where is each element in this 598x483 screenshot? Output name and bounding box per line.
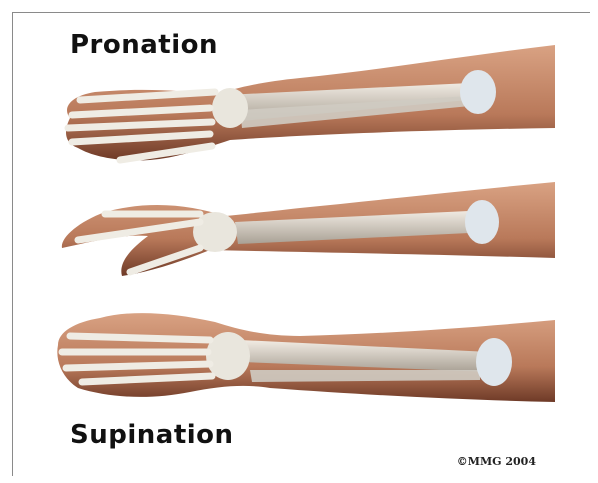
supination-label: Supination [70,420,234,450]
supinated-forearm [57,313,555,402]
pronated-forearm [66,45,555,161]
mid-rotation-forearm [62,182,555,276]
copyright-text: ©MMG 2004 [457,455,536,468]
pronation-label: Pronation [70,30,218,60]
